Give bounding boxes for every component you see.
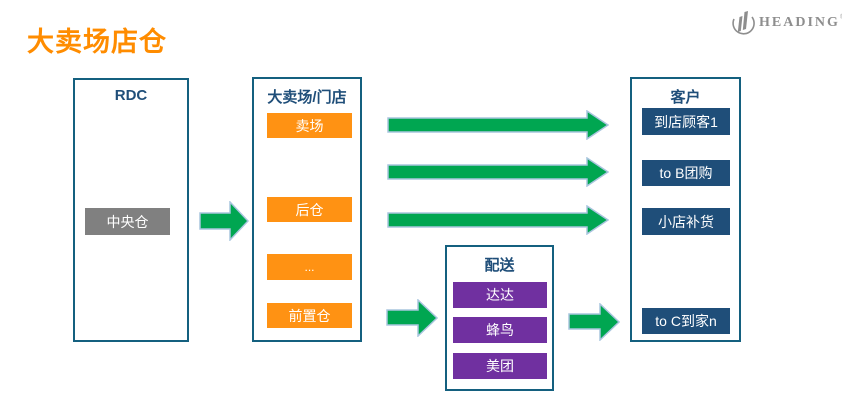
node-fengniao: 蜂鸟	[453, 317, 547, 343]
arrow-delivery-to-toc-home-icon	[568, 303, 620, 341]
node-dada: 达达	[453, 282, 547, 308]
node-instore-customer: 到店顾客1	[642, 108, 730, 135]
store-container: 大卖场/门店 卖场 后仓 ... 前置仓	[252, 77, 362, 342]
customers-title: 客户	[670, 89, 701, 106]
arrow-store-to-instore-customer-icon	[387, 110, 609, 140]
delivery-container: 配送 达达 蜂鸟 美团	[445, 245, 554, 391]
registered-mark: ®	[840, 13, 842, 21]
node-central-warehouse: 中央仓	[85, 208, 170, 235]
heading-logo-icon	[732, 11, 755, 35]
node-sales-floor: 卖场	[267, 113, 352, 138]
delivery-title: 配送	[484, 257, 515, 274]
node-tob-group-buy: to B团购	[642, 160, 730, 186]
brand-name: HEADING	[759, 15, 840, 30]
page-title: 大卖场店仓	[27, 27, 167, 57]
store-title: 大卖场/门店	[267, 89, 347, 106]
node-meituan: 美团	[453, 353, 547, 379]
node-ellipsis: ...	[267, 254, 352, 280]
arrow-store-to-small-store-replenish-icon	[387, 205, 609, 235]
arrow-rdc-to-store-icon	[199, 201, 249, 241]
brand-logo: HEADING ®	[730, 6, 842, 40]
arrow-store-to-tob-group-buy-icon	[387, 157, 609, 187]
customers-container: 客户 到店顾客1 to B团购 小店补货 to C到家n	[630, 77, 741, 342]
node-front-warehouse: 前置仓	[267, 303, 352, 328]
rdc-title: RDC	[114, 87, 148, 104]
rdc-container: RDC 中央仓	[73, 78, 189, 342]
node-toc-home-delivery: to C到家n	[642, 308, 730, 334]
arrow-front-warehouse-to-delivery-icon	[386, 299, 438, 337]
node-back-warehouse: 后仓	[267, 197, 352, 222]
node-small-store-replenish: 小店补货	[642, 208, 730, 235]
